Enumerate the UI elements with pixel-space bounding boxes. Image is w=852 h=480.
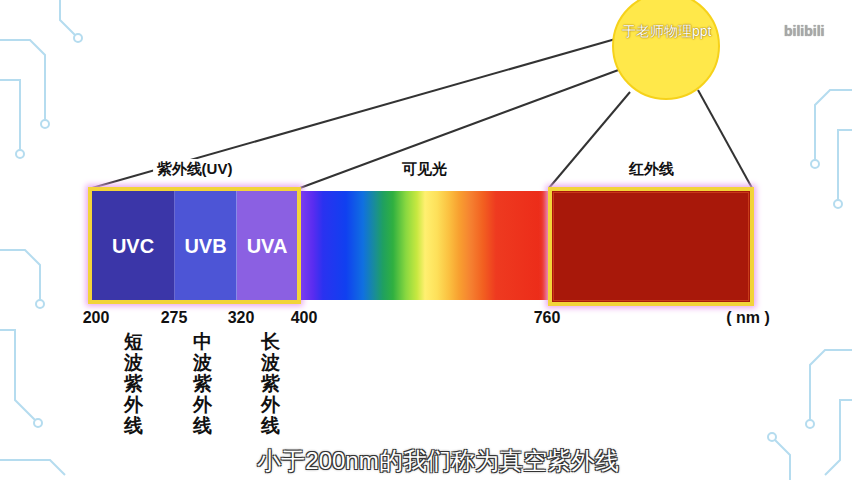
- wavelength-tick: 400: [291, 309, 318, 327]
- region-heading: 紫外线(UV): [153, 159, 237, 180]
- wavelength-tick: 275: [161, 309, 188, 327]
- wavelength-tick: 320: [228, 309, 255, 327]
- uvc-band: UVC: [92, 191, 175, 300]
- uvb-band: UVB: [175, 191, 237, 300]
- infrared-box: 红外线: [548, 187, 754, 306]
- uva-band: UVA: [237, 191, 297, 300]
- band-label: UVA: [247, 234, 288, 257]
- band-label: UVC: [112, 234, 154, 257]
- subtitle-caption: 小于200nm的我们称为真空紫外线: [257, 445, 618, 477]
- region-heading: 可见光: [398, 159, 451, 180]
- uv-region-box: 紫外线(UV)UVCUVBUVA: [88, 187, 301, 304]
- band-name: 长波紫外线: [261, 332, 280, 436]
- watermark: 于老师物理ppt: [622, 23, 711, 41]
- region-heading: 红外线: [625, 159, 678, 180]
- unit-label: ( nm ): [726, 309, 770, 327]
- band-label: UVB: [184, 234, 226, 257]
- watermark: bilibili: [784, 23, 824, 39]
- wavelength-tick: 760: [534, 309, 561, 327]
- sun: [613, 0, 719, 99]
- visible-spectrum-band: 可见光: [301, 191, 548, 300]
- band-name: 中波紫外线: [193, 332, 212, 436]
- band-name: 短波紫外线: [124, 332, 143, 436]
- wavelength-tick: 200: [83, 309, 110, 327]
